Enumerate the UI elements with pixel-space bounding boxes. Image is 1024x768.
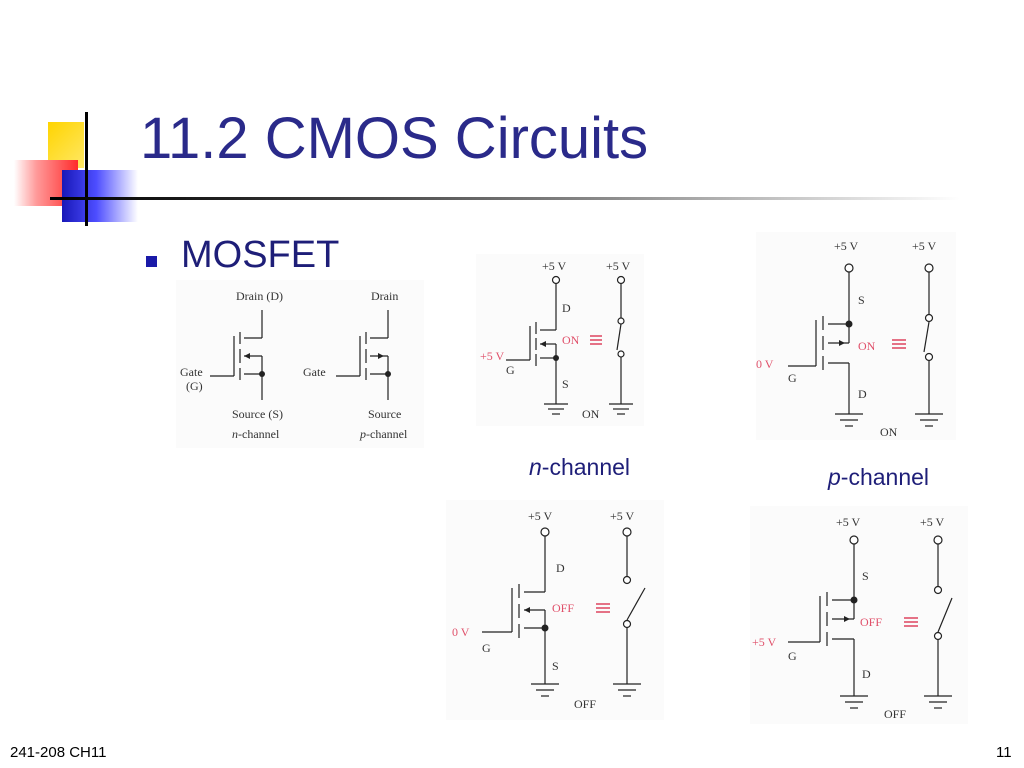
title-decoration-vertical-line [85,112,88,226]
p-drain-label: Drain [371,289,398,303]
p-channel-on-circuit: +5 V +5 V 0 V G S D ON ON [756,239,943,439]
n-channel-off-panel: +5 V +5 V 0 V G D S OFF OFF [446,500,664,720]
p-on-d-label: D [858,387,867,401]
n-channel-caption: n-channel [529,454,631,480]
p-on-switch-vdd-label: +5 V [912,239,937,253]
n-on-state-label: ON [562,333,580,347]
p-channel-off-circuit: +5 V +5 V +5 V G S D OFF OF [752,515,953,721]
p-channel-on-panel: +5 V +5 V 0 V G S D ON ON [756,232,956,440]
n-channel-on-panel: +5 V +5 V +5 V G D S ON ON [476,254,644,426]
p-on-state-label: ON [858,339,876,353]
n-channel-on-circuit: +5 V +5 V +5 V G D S ON ON [480,259,633,421]
n-on-vdd-label: +5 V [542,259,567,273]
n-off-vdd-label: +5 V [528,509,553,523]
p-source-label: Source [368,407,401,421]
n-off-state-label: OFF [552,601,574,615]
p-on-g-label: G [788,371,797,385]
n-on-s-label: S [562,377,569,391]
p-channel-off-panel: +5 V +5 V +5 V G S D OFF OF [750,506,968,724]
p-on-s-label: S [858,293,865,307]
n-off-s-label: S [552,659,559,673]
n-channel-symbol: Drain (D) Gate (G) Source (S) n-channel [180,289,283,441]
n-gate-label: Gate [180,365,203,379]
n-channel-kind: n-channel [232,427,280,441]
n-off-d-label: D [556,561,565,575]
n-off-gate-voltage: 0 V [452,625,470,639]
footer-course-code: 241-208 CH11 [10,744,107,761]
n-on-gate-voltage: +5 V [480,349,505,363]
n-drain-label: Drain (D) [236,289,283,303]
p-off-gate-voltage: +5 V [752,635,777,649]
p-gate-label: Gate [303,365,326,379]
n-off-g-label: G [482,641,491,655]
n-on-d-label: D [562,301,571,315]
p-on-vdd-label: +5 V [834,239,859,253]
n-source-label: Source (S) [232,407,283,421]
n-on-switch-vdd-label: +5 V [606,259,631,273]
n-off-switch-state: OFF [574,697,596,711]
p-on-switch-state: ON [880,425,898,439]
p-off-vdd-label: +5 V [836,515,861,529]
p-channel-symbol: Drain Gate Source p-channel [303,289,408,441]
bullet-marker [146,256,157,267]
n-gate-abbrev: (G) [186,379,203,393]
n-on-switch-state: ON [582,407,600,421]
p-off-d-label: D [862,667,871,681]
p-channel-caption: p-channel [828,464,930,490]
p-on-gate-voltage: 0 V [756,357,774,371]
p-off-state-label: OFF [860,615,882,629]
n-off-switch-vdd-label: +5 V [610,509,635,523]
title-underline [50,197,960,200]
n-channel-off-circuit: +5 V +5 V 0 V G D S OFF OFF [452,509,646,711]
p-channel-kind: p-channel [359,427,408,441]
page-number: 11 [996,744,1012,761]
title-decoration-blue [62,170,138,222]
n-on-g-label: G [506,363,515,377]
p-off-switch-vdd-label: +5 V [920,515,945,529]
p-off-s-label: S [862,569,869,583]
slide-title: 11.2 CMOS Circuits [140,106,649,171]
p-off-switch-state: OFF [884,707,906,721]
bullet-text: MOSFET [181,234,340,276]
p-off-g-label: G [788,649,797,663]
mosfet-symbols-diagram: Drain (D) Gate (G) Source (S) n-channel … [180,289,408,441]
mosfet-symbols-panel: Drain (D) Gate (G) Source (S) n-channel … [176,280,424,448]
